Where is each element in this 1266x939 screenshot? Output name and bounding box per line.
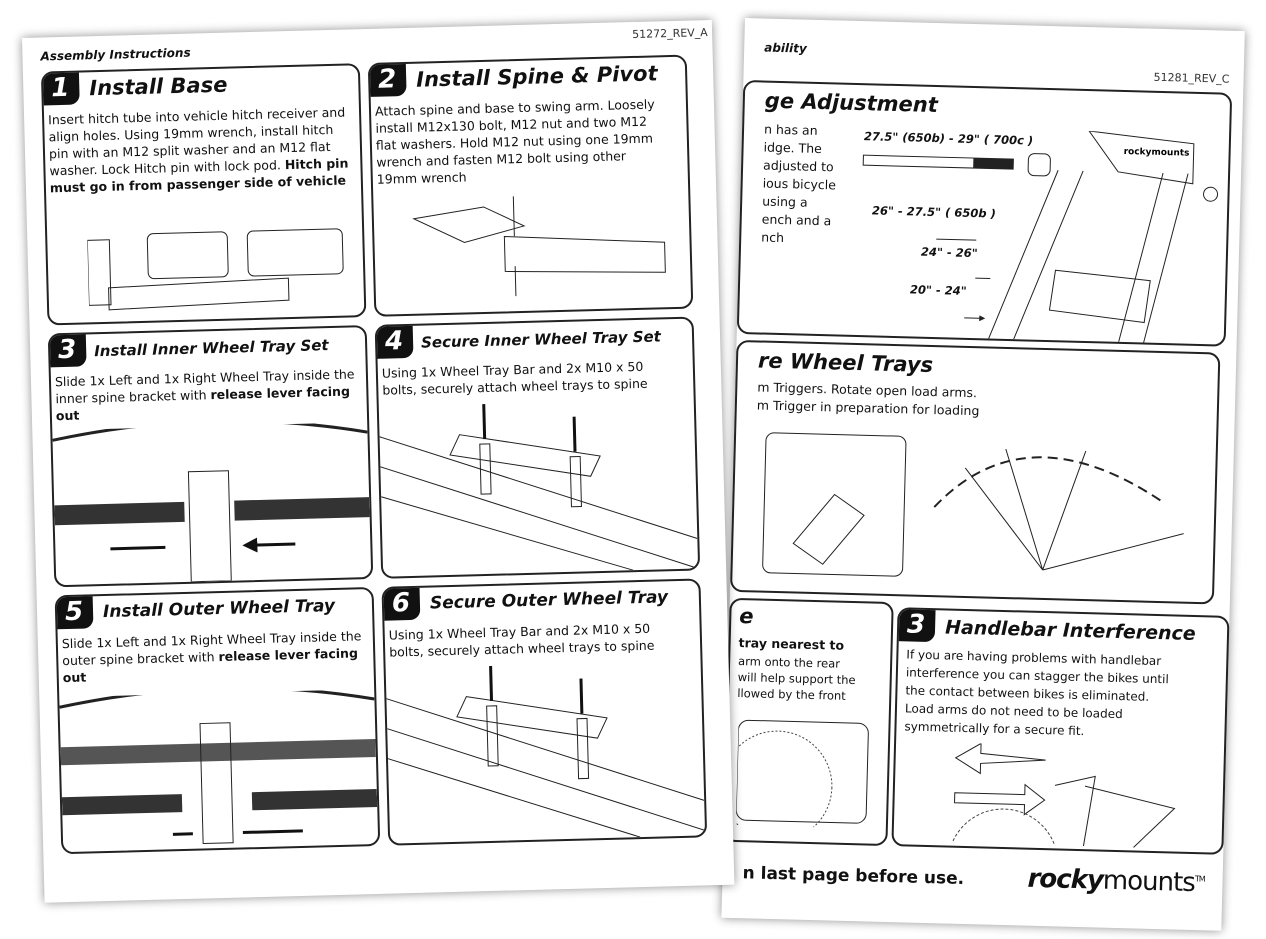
panel-title: e [739, 604, 754, 629]
panel-prepare-wheel-trays: re Wheel Trays m Triggers. Rotate open l… [729, 339, 1221, 605]
step-text: Attach spine and base to swing arm. Loos… [374, 96, 655, 187]
tray-bar-illustration [379, 403, 699, 571]
cradle-illustration: rockymounts [862, 130, 1219, 343]
step-text: Using 1x Wheel Tray Bar and 2x M10 x 50 … [388, 620, 655, 660]
instruction-sheet-left: Assembly Instructions 51272_REV_A 1 Inst… [22, 19, 735, 903]
staggered-bikes-illustration [947, 742, 1176, 850]
step-title: Install Base [89, 72, 228, 101]
sheet-header: ability [764, 40, 807, 56]
step-5-install-outer-wheel-tray: 5 Install Outer Wheel Tray Slide 1x Left… [54, 586, 381, 855]
panel-handlebar-interference: 3 Handlebar Interference If you are havi… [891, 607, 1230, 855]
step-number: 2 [367, 61, 407, 97]
doc-code: 51272_REV_A [631, 26, 708, 42]
step-title: Install Inner Wheel Tray Set [93, 336, 329, 361]
step-text: Using 1x Wheel Tray Bar and 2x M10 x 50 … [381, 358, 648, 398]
logo-on-cradle: rockymounts [1123, 147, 1189, 159]
panel-title: ge Adjustment [764, 88, 939, 118]
step-title: Install Outer Wheel Tray [102, 596, 336, 623]
panel-load-bike: e tray nearest to arm onto the rear will… [723, 597, 894, 847]
panel-text: If you are having problems with handleba… [904, 647, 1169, 739]
step-number: 5 [54, 594, 94, 630]
step-2-install-spine-pivot: 2 Install Spine & Pivot Attach spine and… [367, 54, 694, 317]
step-title: Secure Outer Wheel Tray [429, 587, 669, 614]
step-3-install-inner-wheel-tray: 3 Install Inner Wheel Tray Set Slide 1x … [47, 325, 374, 588]
panel-text: llowed by the front [737, 686, 846, 703]
step-number: 4 [374, 323, 414, 359]
step-1-install-base: 1 Install Base Insert hitch tube into ve… [40, 63, 367, 326]
step-6-secure-outer-wheel-tray: 6 Secure Outer Wheel Tray Using 1x Wheel… [381, 578, 708, 846]
step-number: 6 [381, 585, 421, 621]
tray-bar-illustration [386, 665, 706, 838]
doc-code: 51281_REV_C [1153, 70, 1230, 86]
rockymounts-logo: rockymountsTM [1027, 863, 1205, 899]
spine-pivot-illustration [412, 196, 666, 297]
panel-title: Handlebar Interference [944, 616, 1197, 646]
outer-tray-illustration [59, 689, 378, 845]
panel-cradle-adjustment: ge Adjustment n has an idge. The adjuste… [736, 79, 1233, 347]
step-number: 3 [47, 332, 87, 368]
step-number: 3 [896, 607, 936, 643]
instruction-sheet-right: ability 51281_REV_C ge Adjustment n has … [721, 18, 1245, 931]
step-text: Insert hitch tube into vehicle hitch rec… [47, 104, 349, 196]
load-arm-illustration [762, 432, 1184, 577]
panel-title: re Wheel Trays [757, 348, 934, 378]
step-title: Secure Inner Wheel Tray Set [420, 327, 662, 352]
hitch-illustration [86, 228, 344, 311]
inner-tray-illustration [52, 422, 370, 583]
step-title: Install Spine & Pivot [415, 61, 658, 92]
wheel-illustration [735, 719, 869, 829]
step-number: 1 [40, 70, 80, 106]
sheet-header: Assembly Instructions [40, 45, 191, 64]
step-4-secure-inner-wheel-tray: 4 Secure Inner Wheel Tray Set Using 1x W… [374, 316, 701, 579]
footer-note: n last page before use. [742, 863, 965, 890]
step-text: Slide 1x Left and 1x Right Wheel Tray in… [61, 628, 362, 686]
panel-text: n has an idge. The adjusted to ious bicy… [761, 121, 837, 246]
step-text: Slide 1x Left and 1x Right Wheel Tray in… [54, 366, 355, 424]
